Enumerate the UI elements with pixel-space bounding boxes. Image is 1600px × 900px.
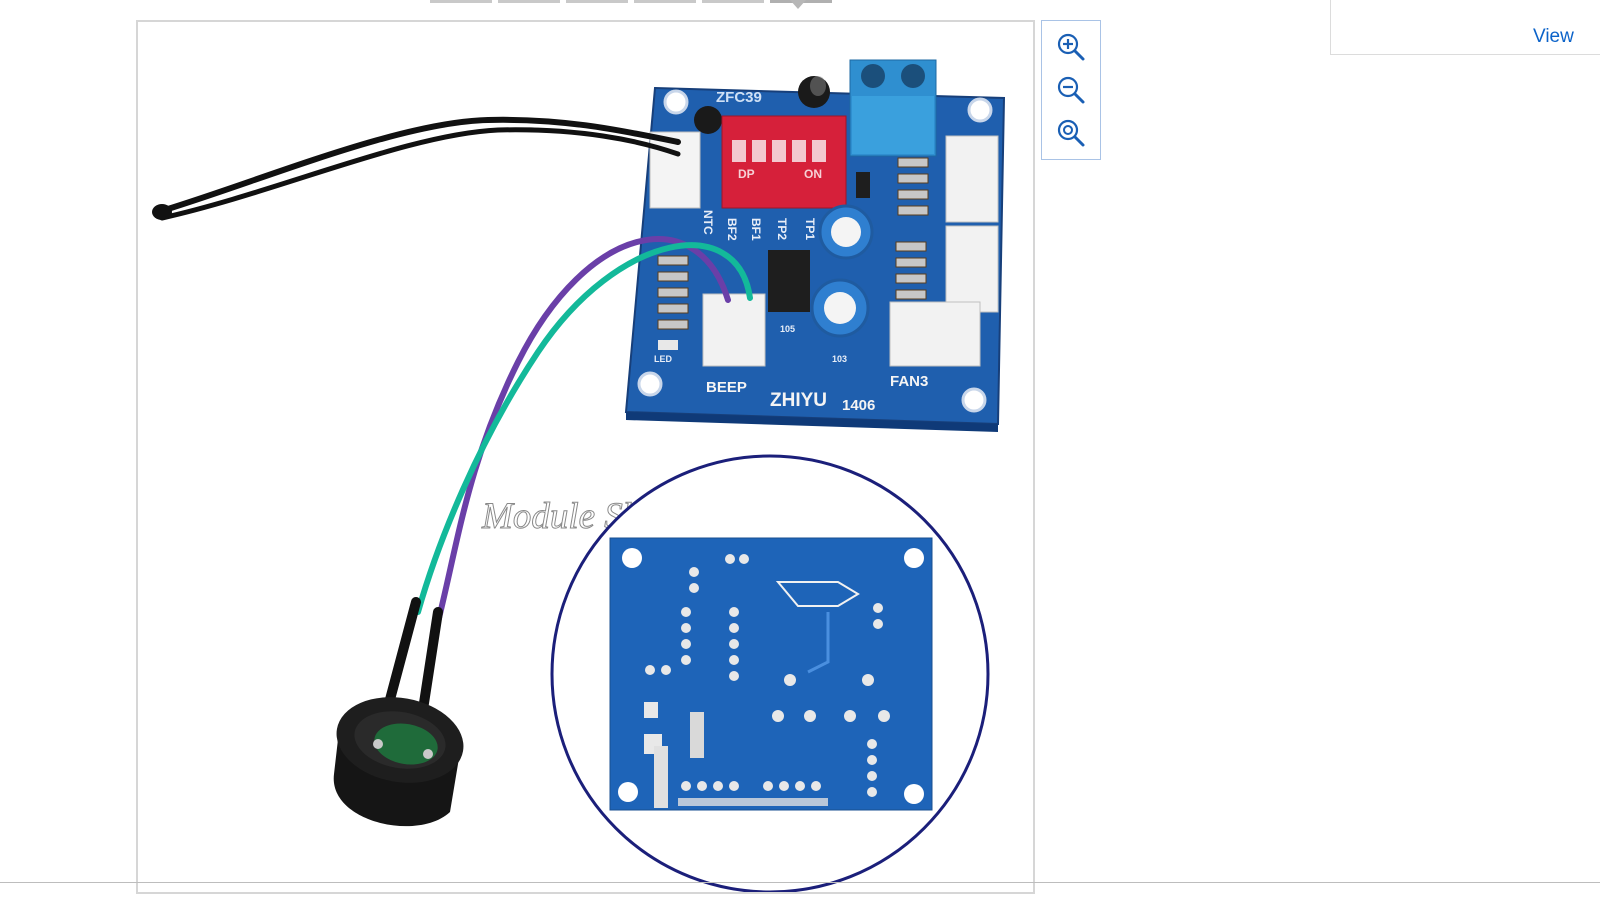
- zoom-out-button[interactable]: [1053, 72, 1089, 108]
- pcb-bf1-label: BF1: [749, 218, 763, 241]
- pcb-fan3-label: FAN3: [890, 373, 928, 390]
- zoom-fit-button[interactable]: [1053, 115, 1089, 151]
- thumbnail[interactable]: [566, 0, 628, 3]
- pcb-tp1-label: TP1: [803, 218, 817, 240]
- page-divider: [0, 882, 1600, 883]
- pcb-beep-label: BEEP: [706, 379, 747, 396]
- pcb-cap-label: 105: [780, 324, 795, 334]
- pcb-top-view: ZFC39 ZHIYU 1406 BEEP FAN3 NTC ON DP TP1…: [624, 59, 1006, 432]
- product-image-viewer[interactable]: ZFC39 ZHIYU 1406 BEEP FAN3 NTC ON DP TP1…: [136, 20, 1035, 894]
- thumbnail[interactable]: [634, 0, 696, 3]
- product-image: ZFC39 ZHIYU 1406 BEEP FAN3 NTC ON DP TP1…: [152, 59, 1006, 892]
- pcb-model-label: ZFC39: [716, 89, 762, 106]
- view-link[interactable]: View: [1533, 26, 1574, 47]
- thumbnail[interactable]: [498, 0, 560, 3]
- thumbnail-pointer-icon: [790, 0, 806, 9]
- zoom-toolbar: [1041, 20, 1101, 160]
- pcb-bf2-label: BF2: [725, 218, 739, 241]
- thumbnail[interactable]: [702, 0, 764, 3]
- buzzer: [333, 697, 464, 827]
- pcb-bottom-view-inset: [550, 454, 990, 892]
- zoom-in-button[interactable]: [1053, 29, 1089, 65]
- pcb-pot-label: 103: [832, 354, 847, 364]
- pcb-code-label: 1406: [842, 397, 875, 414]
- pcb-brand-label: ZHIYU: [770, 390, 827, 411]
- pcb-tp2-label: TP2: [775, 218, 789, 240]
- pcb-on-label: ON: [804, 167, 822, 181]
- zoom-fit-icon: [1057, 120, 1085, 147]
- thumbnail-strip: [430, 0, 832, 4]
- ntc-sensor-cable: [152, 116, 681, 221]
- pcb-dp-label: DP: [738, 167, 755, 181]
- pcb-ntc-label: NTC: [701, 210, 715, 235]
- zoom-out-icon: [1057, 76, 1085, 104]
- zoom-in-icon: [1057, 33, 1085, 61]
- thumbnail[interactable]: [430, 0, 492, 3]
- right-side-panel: [1330, 0, 1600, 55]
- pcb-led-label: LED: [654, 354, 673, 364]
